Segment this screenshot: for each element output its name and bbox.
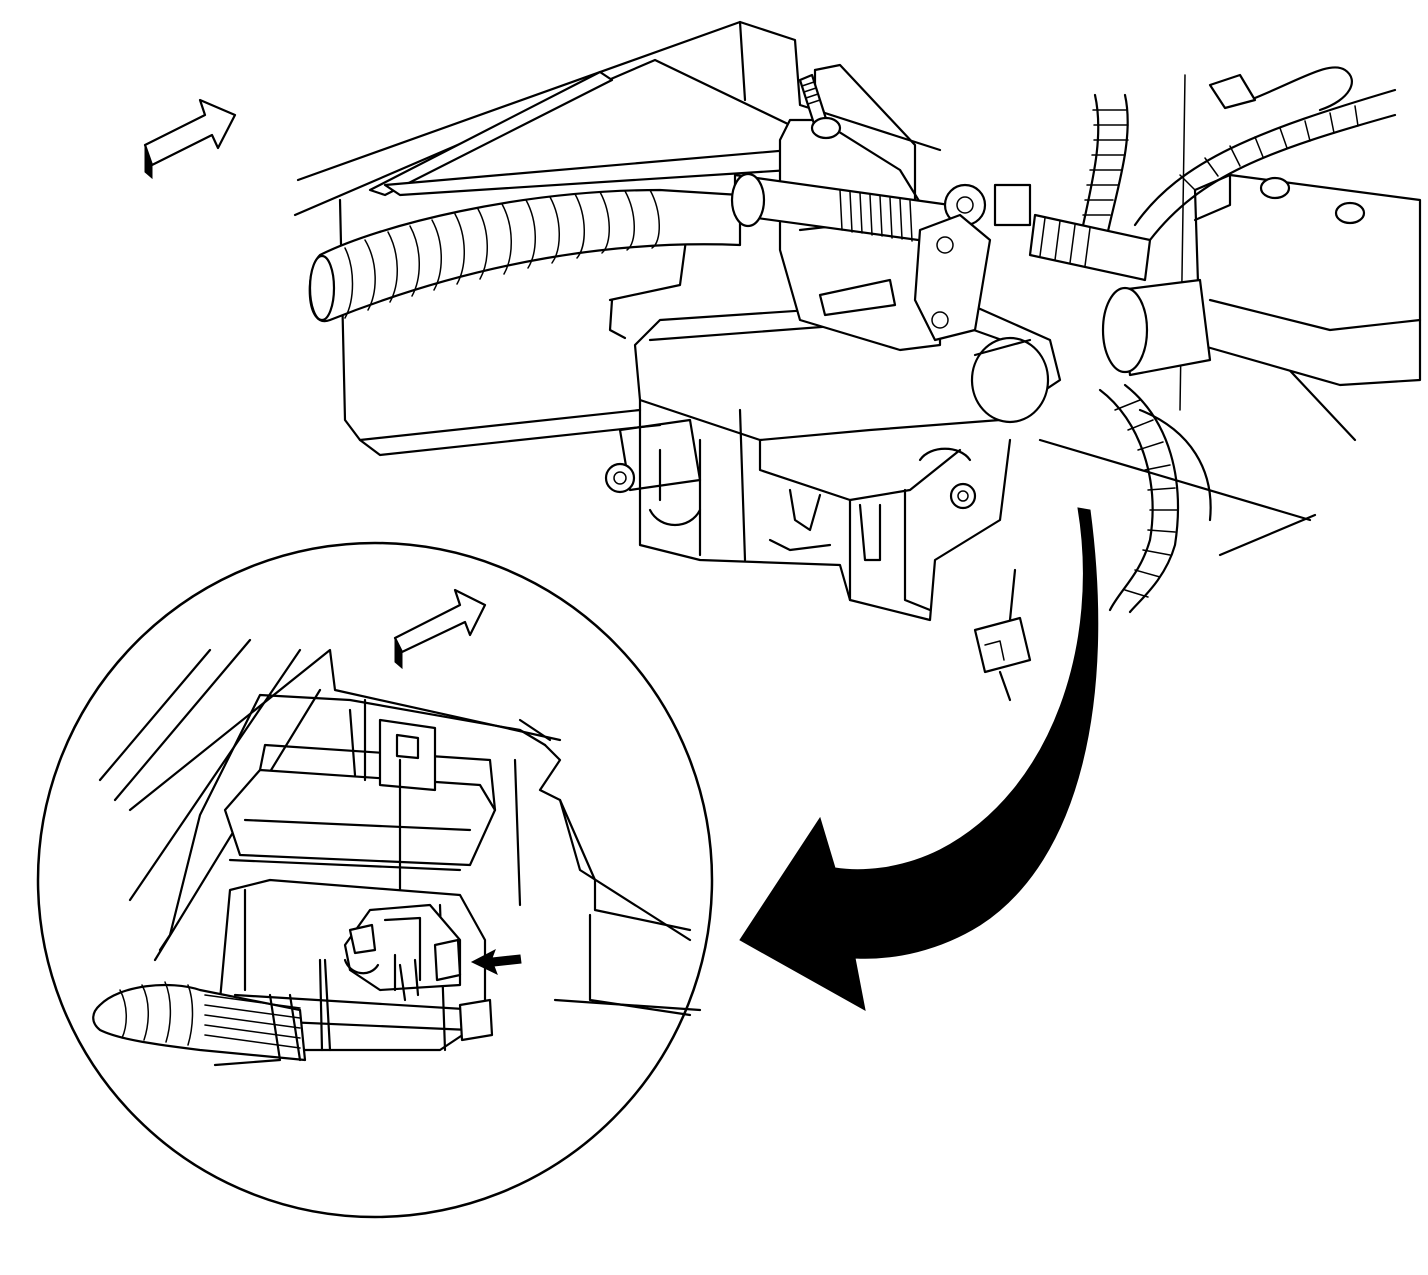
detail-forward-direction-arrow-icon bbox=[393, 588, 487, 670]
detail-wiring-harness bbox=[92, 981, 307, 1067]
connector-locator-arrow-icon bbox=[470, 948, 522, 975]
detail-circle bbox=[36, 541, 714, 1219]
wiring-harness-lower bbox=[1098, 383, 1212, 614]
hanging-connector bbox=[973, 568, 1032, 702]
detail-callout-arrow-icon bbox=[739, 507, 1099, 1011]
wiring-harness-main bbox=[308, 188, 742, 323]
bracket-stud bbox=[798, 73, 842, 140]
actuator-rod bbox=[730, 172, 987, 247]
linkage-plates bbox=[913, 183, 1032, 342]
wiring-harness-branches bbox=[1028, 66, 1397, 282]
frame-panels bbox=[293, 20, 1357, 557]
detail-module-housing bbox=[98, 638, 702, 1017]
forward-direction-arrow-icon bbox=[143, 98, 237, 180]
detail-inset bbox=[36, 541, 714, 1219]
overview-view bbox=[143, 20, 1422, 702]
master-cylinder bbox=[970, 173, 1422, 424]
